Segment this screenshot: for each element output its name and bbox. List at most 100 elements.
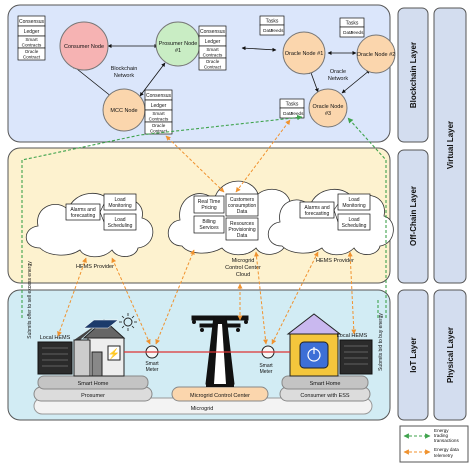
- legend-box: [399, 425, 469, 463]
- prosumer-node-label-1: Prosumer Node: [159, 41, 198, 47]
- scheduling-label-2: Scheduling: [108, 223, 133, 229]
- local-hems-left-label: Local HEMS: [40, 335, 71, 341]
- hems-provider-left-label: HEMS Provider: [76, 264, 114, 270]
- tasks-label: Tasks: [286, 102, 299, 108]
- oracle-network-label-1: Oracle: [330, 69, 346, 75]
- tasks-label: Tasks: [346, 21, 359, 27]
- data-feeds-label-1: Data: [263, 28, 273, 33]
- realtime-label-2: Pricing: [201, 205, 217, 211]
- smart-home-right-label: Smart Home: [310, 381, 341, 387]
- oracle-network-label-2: Network: [328, 76, 348, 82]
- data-feeds-label-1: Data: [283, 111, 293, 116]
- smart-contracts-label-2: Contracts: [22, 43, 42, 48]
- offchain-layer-side: [397, 149, 429, 284]
- alarms-label-2: forecasting: [305, 211, 330, 217]
- mcc-cloud-label-1: Microgrid: [232, 258, 255, 264]
- consumer-ledger-stack: Consensus Ledger Smart Contracts Oracle …: [17, 15, 46, 61]
- oracle1-task-stack: Tasks Data Feeds: [259, 15, 285, 36]
- consumer-node: [59, 21, 109, 71]
- blockchain-layer-side: [397, 7, 429, 143]
- bid-arrow: [348, 118, 387, 318]
- physical-layer-side: [433, 289, 467, 421]
- oracle1-oracle3-link: [309, 69, 319, 93]
- oracle2-oracle3-link: [341, 69, 371, 94]
- smart-home-left-label: Smart Home: [78, 381, 109, 387]
- prosumer-ledger-stack: Consensus Ledger Smart Contracts Oracle …: [198, 25, 227, 71]
- consumer-ess-label: Consumer with ESS: [300, 393, 350, 399]
- svg-text:⚡: ⚡: [108, 347, 120, 360]
- legend-energy-label-2: trading: [434, 433, 448, 438]
- right-hems-services: Alarms and forecasting Load Monitoring L…: [299, 193, 371, 264]
- data-arrow-rmeter-cloud: [271, 251, 319, 345]
- consumer-node-label: Consumer Node: [64, 44, 104, 50]
- legend-data-label-1: Energy data: [434, 447, 459, 452]
- oracle-node-1-label: Oracle Node #1: [285, 51, 324, 57]
- smart-meter-left-label-2: Meter: [146, 367, 159, 373]
- resources-label-1: Resources: [230, 221, 254, 227]
- prosumer-node-label-2: #1: [175, 48, 181, 54]
- smart-contracts-label-1: Smart: [152, 111, 165, 116]
- iot-layer-label: IoT Layer: [409, 337, 418, 373]
- monitoring-label-1: Load: [348, 197, 359, 203]
- power-tower-icon: [191, 315, 249, 385]
- oracle-contract-label-1: Oracle: [206, 59, 220, 64]
- virtual-layer-side: [433, 7, 467, 284]
- data-feeds-label-2: Feeds: [291, 111, 304, 116]
- blockchain-network-label-2: Network: [114, 73, 134, 79]
- smart-contracts-label-2: Contracts: [149, 117, 169, 122]
- bid-vertical-label: Submits bid to buy energy: [378, 313, 384, 371]
- oracle-contract-label-2: Contract: [150, 129, 168, 134]
- consumer-mcc-link: [71, 64, 113, 98]
- smart-meter-left-label-1: Smart: [145, 361, 159, 367]
- data-arrow-rmeter-mcc: [254, 251, 268, 345]
- oracle-contract-label-2: Contract: [204, 65, 222, 70]
- oracle-node-2-label: Oracle Node #2: [357, 52, 396, 58]
- offchain-layer-label: Off-Chain Layer: [409, 186, 418, 246]
- billing-label-2: Services: [199, 225, 219, 231]
- data-feeds-label-2: Feeds: [271, 28, 284, 33]
- blockchain-oracle-link: [241, 46, 277, 52]
- oracle-node-1: [282, 31, 326, 75]
- oracle-contract-label-1: Oracle: [25, 49, 39, 54]
- mcc-cloud-label-3: Cloud: [236, 272, 250, 278]
- smart-contracts-label-2: Contracts: [203, 53, 223, 58]
- microgrid-label: Microgrid: [191, 406, 214, 412]
- hems-provider-right-label: HEMS Provider: [316, 258, 354, 264]
- smart-meter-right-label-2: Meter: [260, 369, 273, 375]
- ledger-label: Ledger: [205, 39, 221, 45]
- smart-contracts-label-1: Smart: [25, 37, 38, 42]
- scheduling-label-1: Load: [348, 217, 359, 223]
- mcc-ledger-stack: Consensus Ledger Smart Contracts Oracle …: [144, 89, 173, 135]
- local-hems-right-icon: [339, 339, 373, 375]
- offer-vertical-label: Submits offer to sell excess energy: [27, 261, 33, 339]
- oracle-node-3-label-2: #3: [325, 111, 331, 117]
- local-hems-right-label: Local HEMS: [337, 333, 368, 339]
- data-arrow-meter-cloud: [111, 257, 151, 345]
- legend-energy-label-3: transactions: [434, 438, 459, 443]
- left-hems-services: Alarms and forecasting Load Monitoring L…: [65, 193, 137, 270]
- mcc-base-label: Microgrid Control Center: [190, 393, 250, 399]
- oracle-node-3-label-1: Oracle Node: [313, 104, 344, 110]
- blockchain-layer-label: Blockchain Layer: [409, 42, 418, 108]
- scheduling-label-1: Load: [114, 217, 125, 223]
- virtual-layer-label: Virtual Layer: [446, 121, 455, 169]
- data-feeds-label-1: Data: [343, 30, 353, 35]
- monitoring-label-2: Monitoring: [108, 203, 132, 209]
- consumption-label-3: Data: [237, 209, 248, 215]
- oracle-node-3: [308, 88, 348, 128]
- data-feeds-label-2: Feeds: [351, 30, 364, 35]
- prosumer-label: Prosumer: [81, 393, 105, 399]
- consensus-label: Consensus: [200, 29, 226, 35]
- smart-contracts-label-1: Smart: [206, 47, 219, 52]
- offer-arrow: [21, 114, 303, 318]
- mcc-cloud-services: Real Time Pricing Customers consumption …: [193, 193, 261, 278]
- monitoring-label-2: Monitoring: [342, 203, 366, 209]
- monitoring-label-1: Load: [114, 197, 125, 203]
- resources-label-2: Provisioning: [228, 227, 255, 233]
- realtime-label-1: Real Time: [198, 199, 221, 205]
- alarms-label-1: Alarms and: [70, 207, 96, 213]
- data-arrow-meter-mcc: [155, 249, 195, 345]
- iot-layer-side: [397, 289, 429, 421]
